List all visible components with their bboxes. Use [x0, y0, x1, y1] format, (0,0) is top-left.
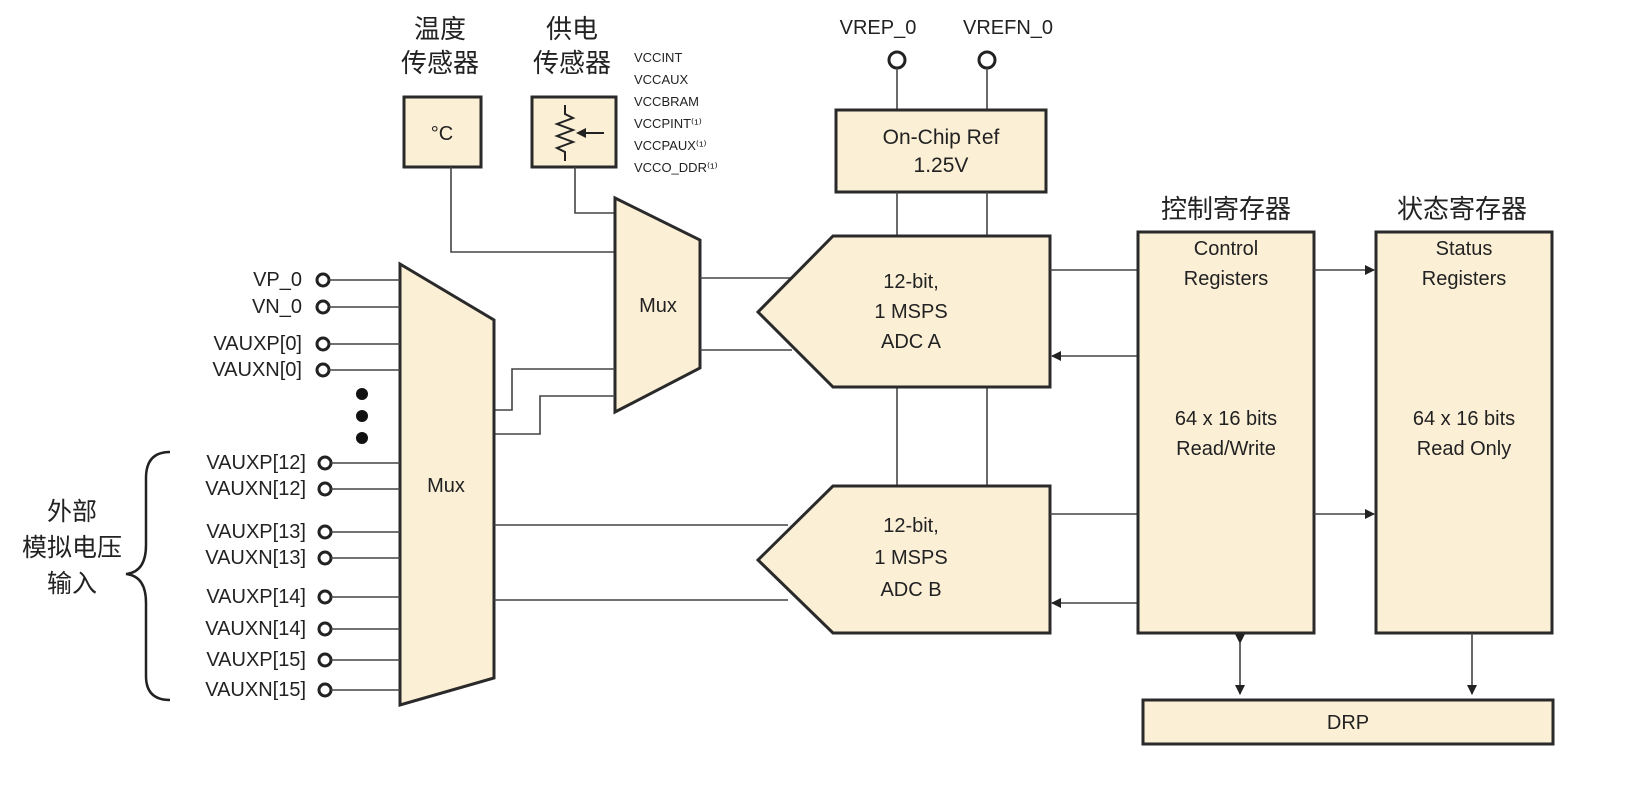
- power-rail-label: VCCPINT⁽¹⁾: [634, 116, 702, 131]
- adc-a-line1: 12-bit,: [883, 271, 939, 293]
- input-pin: [317, 524, 333, 540]
- ref-pin-label: VREFN_0: [963, 17, 1053, 39]
- ref-pin-n: [977, 50, 997, 70]
- input-pin: [315, 272, 331, 288]
- input-pin: [317, 481, 333, 497]
- control-registers-line3: 64 x 16 bits: [1175, 408, 1277, 430]
- input-pin: [317, 550, 333, 566]
- temp-sensor-title-2: 传感器: [401, 49, 479, 79]
- mux-small-label: Mux: [639, 295, 677, 317]
- resistor-icon: [554, 105, 604, 161]
- input-pin: [315, 299, 331, 315]
- input-pin-label: VAUXP[15]: [206, 649, 306, 671]
- power-rail-label: VCCO_DDR⁽¹⁾: [634, 160, 718, 175]
- ellipsis-dots-icon: [356, 388, 368, 444]
- input-pin-label: VAUXN[15]: [205, 679, 306, 701]
- drp-label: DRP: [1327, 712, 1369, 734]
- ref-pin-p: [887, 50, 907, 70]
- power-rail-label: VCCAUX: [634, 72, 689, 87]
- adc-b-line2: 1 MSPS: [874, 547, 947, 569]
- adc-b: [755, 484, 1052, 635]
- mux-large-label: Mux: [427, 475, 465, 497]
- external-input-label-1: 外部: [47, 497, 97, 526]
- temp-sensor-title-1: 温度: [414, 15, 466, 45]
- control-registers-box: [1136, 230, 1316, 635]
- input-pin: [317, 455, 333, 471]
- curly-brace-icon: [125, 450, 171, 702]
- temp-sensor-label: °C: [431, 123, 453, 145]
- status-registers-line2: Registers: [1422, 268, 1506, 290]
- input-pin-label: VAUXP[0]: [213, 333, 302, 355]
- input-pin-label: VN_0: [252, 296, 302, 318]
- status-registers-line4: Read Only: [1417, 438, 1512, 460]
- input-pin: [315, 362, 331, 378]
- adc-b-line1: 12-bit,: [883, 515, 939, 537]
- input-pin-label: VAUXN[0]: [212, 359, 302, 381]
- input-pin: [317, 682, 333, 698]
- input-pin-label: VAUXN[13]: [205, 547, 306, 569]
- input-pin-label: VAUXN[14]: [205, 618, 306, 640]
- input-pin-label: VAUXP[14]: [206, 586, 306, 608]
- input-pin-label: VAUXN[12]: [205, 478, 306, 500]
- adc-a-line3: ADC A: [881, 331, 942, 353]
- control-registers-line4: Read/Write: [1176, 438, 1276, 460]
- input-pin-label: VP_0: [253, 269, 302, 291]
- input-pin: [317, 652, 333, 668]
- control-registers-line1: Control: [1194, 238, 1258, 260]
- onchip-ref-box: [834, 108, 1048, 194]
- status-registers-line1: Status: [1436, 238, 1493, 260]
- mux-small: [613, 195, 702, 415]
- status-registers-title: 状态寄存器: [1397, 195, 1527, 225]
- external-input-label-2: 模拟电压: [22, 533, 122, 562]
- power-rail-label: VCCBRAM: [634, 94, 699, 109]
- adc-b-line3: ADC B: [880, 579, 941, 601]
- power-rail-label: VCCPAUX⁽¹⁾: [634, 138, 707, 153]
- external-input-label-3: 输入: [47, 569, 97, 598]
- power-sensor-title-2: 传感器: [533, 49, 611, 79]
- input-pin-label: VAUXP[12]: [206, 452, 306, 474]
- onchip-ref-line1: On-Chip Ref: [883, 126, 1000, 149]
- power-rail-label: VCCINT: [634, 50, 682, 65]
- status-registers-line3: 64 x 16 bits: [1413, 408, 1515, 430]
- control-registers-line2: Registers: [1184, 268, 1268, 290]
- input-pin: [317, 589, 333, 605]
- input-pin: [317, 621, 333, 637]
- power-sensor-title-1: 供电: [546, 15, 598, 45]
- adc-a-line2: 1 MSPS: [874, 301, 947, 323]
- control-registers-title: 控制寄存器: [1161, 195, 1291, 225]
- adc-a: [755, 234, 1052, 389]
- status-registers-box: [1374, 230, 1554, 635]
- temp-sensor-box: [402, 95, 483, 169]
- onchip-ref-line2: 1.25V: [914, 154, 969, 177]
- drp-box: [1141, 698, 1555, 746]
- ref-pin-label: VREP_0: [840, 17, 917, 39]
- input-pin: [315, 336, 331, 352]
- input-pin-label: VAUXP[13]: [206, 521, 306, 543]
